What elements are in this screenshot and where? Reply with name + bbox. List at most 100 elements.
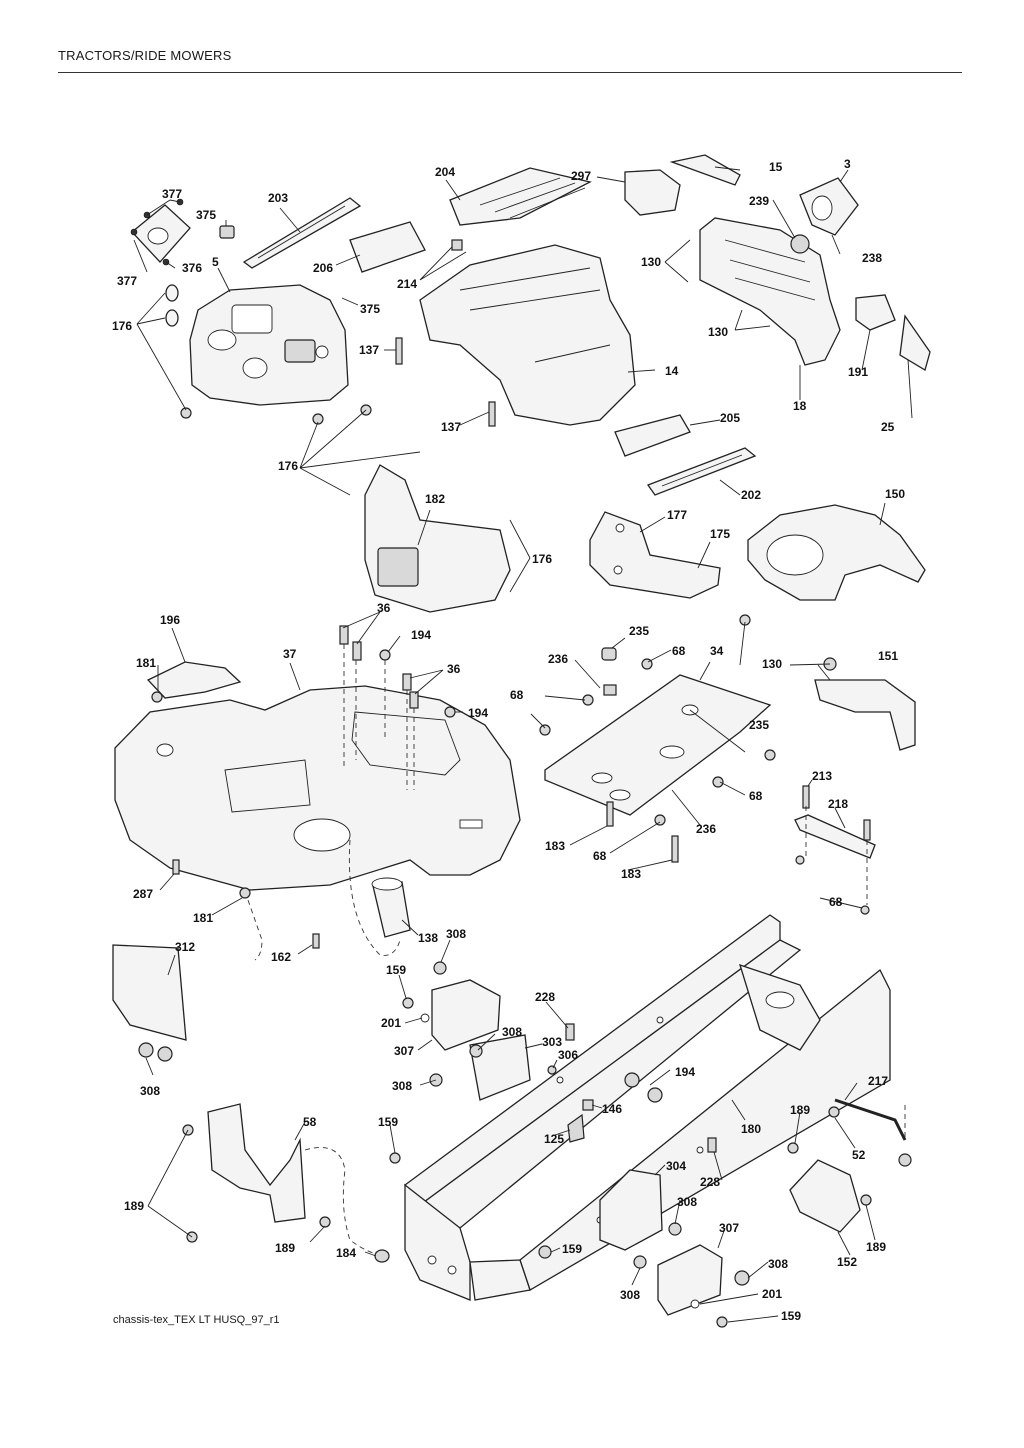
bolt-228a-part bbox=[565, 1023, 575, 1041]
page-header: TRACTORS/RIDE MOWERS bbox=[58, 48, 232, 63]
callout-125: 125 bbox=[544, 1132, 564, 1146]
callout-25: 25 bbox=[881, 420, 895, 434]
callout-151: 151 bbox=[878, 649, 898, 663]
panel-206-part bbox=[349, 221, 426, 273]
callout-68d: 68 bbox=[593, 849, 607, 863]
spacers-235-part bbox=[539, 647, 776, 826]
callout-68c: 68 bbox=[749, 789, 763, 803]
nut-306-part bbox=[547, 1065, 557, 1075]
callout-18: 18 bbox=[793, 399, 807, 413]
callout-191: 191 bbox=[848, 365, 868, 379]
callout-130c: 130 bbox=[762, 657, 782, 671]
callout-37: 37 bbox=[283, 647, 297, 661]
screw-181b-part bbox=[239, 887, 251, 899]
callout-238: 238 bbox=[862, 251, 882, 265]
bolt-189c-part bbox=[319, 1216, 331, 1228]
callout-159d: 159 bbox=[781, 1309, 801, 1323]
callout-176a: 176 bbox=[112, 319, 132, 333]
washer-201b-part bbox=[690, 1299, 700, 1309]
callout-228b: 228 bbox=[700, 1175, 720, 1189]
callout-130b: 130 bbox=[708, 325, 728, 339]
callout-177: 177 bbox=[667, 508, 687, 522]
callout-150: 150 bbox=[885, 487, 905, 501]
callout-189d: 189 bbox=[866, 1240, 886, 1254]
shield-312-part bbox=[112, 944, 187, 1041]
callout-228a: 228 bbox=[535, 990, 555, 1004]
bolt-189e-part bbox=[860, 1194, 872, 1206]
callout-5: 5 bbox=[212, 255, 219, 269]
callout-52: 52 bbox=[852, 1148, 866, 1162]
grommet-184-part bbox=[374, 1249, 390, 1263]
callout-206: 206 bbox=[313, 261, 333, 275]
callout-214: 214 bbox=[397, 277, 417, 291]
callout-235a: 235 bbox=[629, 624, 649, 638]
rack-203-part bbox=[242, 197, 362, 269]
callout-189c: 189 bbox=[275, 1241, 295, 1255]
bolt-159c-part bbox=[538, 1245, 552, 1259]
disc-239-part bbox=[790, 234, 810, 254]
bolt-189d-part bbox=[787, 1142, 799, 1154]
cover-196-part bbox=[146, 661, 242, 699]
bracket-307b-part bbox=[657, 1244, 723, 1316]
callout-196: 196 bbox=[160, 613, 180, 627]
screw-181a-part bbox=[151, 691, 163, 703]
bolt-159a-part bbox=[402, 997, 414, 1009]
screw-287-part bbox=[172, 859, 180, 875]
callout-236a: 236 bbox=[548, 652, 568, 666]
callout-376: 376 bbox=[182, 261, 202, 275]
callout-306: 306 bbox=[558, 1048, 578, 1062]
callout-130a: 130 bbox=[641, 255, 661, 269]
callout-180: 180 bbox=[741, 1122, 761, 1136]
leader-lines bbox=[133, 166, 913, 1323]
cap-191-part bbox=[855, 294, 896, 331]
callout-14: 14 bbox=[665, 364, 679, 378]
vent-204-part bbox=[449, 167, 592, 226]
dash-panel-part bbox=[189, 284, 349, 406]
callout-175: 175 bbox=[710, 527, 730, 541]
callout-138: 138 bbox=[418, 931, 438, 945]
callout-202: 202 bbox=[741, 488, 761, 502]
panel-182-part bbox=[364, 464, 511, 613]
tab-125-part bbox=[567, 1113, 585, 1143]
nut-308b-part bbox=[157, 1046, 173, 1062]
bolt-159b-part bbox=[389, 1152, 401, 1164]
callout-308f: 308 bbox=[768, 1257, 788, 1271]
hood-panel-part bbox=[419, 244, 636, 426]
callout-375b: 375 bbox=[360, 302, 380, 316]
pin-176-part bbox=[165, 284, 372, 425]
callout-labels: 377 375 203 204 297 15 3 239 238 377 376… bbox=[112, 157, 905, 1323]
callout-201a: 201 bbox=[381, 1016, 401, 1030]
nut-194c-part bbox=[624, 1072, 640, 1088]
grille-202-part bbox=[646, 447, 757, 496]
callout-303: 303 bbox=[542, 1035, 562, 1049]
boot-138-part bbox=[371, 877, 411, 938]
callout-312: 312 bbox=[175, 940, 195, 954]
callout-137a: 137 bbox=[359, 343, 379, 357]
callout-194b: 194 bbox=[468, 706, 488, 720]
callout-308g: 308 bbox=[620, 1288, 640, 1302]
callout-58: 58 bbox=[303, 1115, 317, 1129]
callout-375a: 375 bbox=[196, 208, 216, 222]
callout-218: 218 bbox=[828, 797, 848, 811]
mount-bracket-part bbox=[130, 198, 191, 266]
callout-183a: 183 bbox=[545, 839, 565, 853]
chute-150-part bbox=[747, 504, 926, 601]
callout-217: 217 bbox=[868, 1074, 888, 1088]
callout-308b: 308 bbox=[502, 1025, 522, 1039]
bracket-303-part bbox=[469, 1034, 531, 1101]
strip-25-part bbox=[899, 314, 931, 371]
callout-213: 213 bbox=[812, 769, 832, 783]
callout-308a: 308 bbox=[446, 927, 466, 941]
callout-68b: 68 bbox=[510, 688, 524, 702]
callout-36a: 36 bbox=[377, 601, 391, 615]
callout-377a: 377 bbox=[162, 187, 182, 201]
header-rule bbox=[58, 72, 962, 73]
bracket-175-part bbox=[589, 511, 721, 599]
callout-307b: 307 bbox=[719, 1221, 739, 1235]
callout-181b: 181 bbox=[193, 911, 213, 925]
nut-308f-part bbox=[734, 1270, 750, 1286]
callout-146: 146 bbox=[602, 1102, 622, 1116]
callout-308c: 308 bbox=[392, 1079, 412, 1093]
callout-183b: 183 bbox=[621, 867, 641, 881]
